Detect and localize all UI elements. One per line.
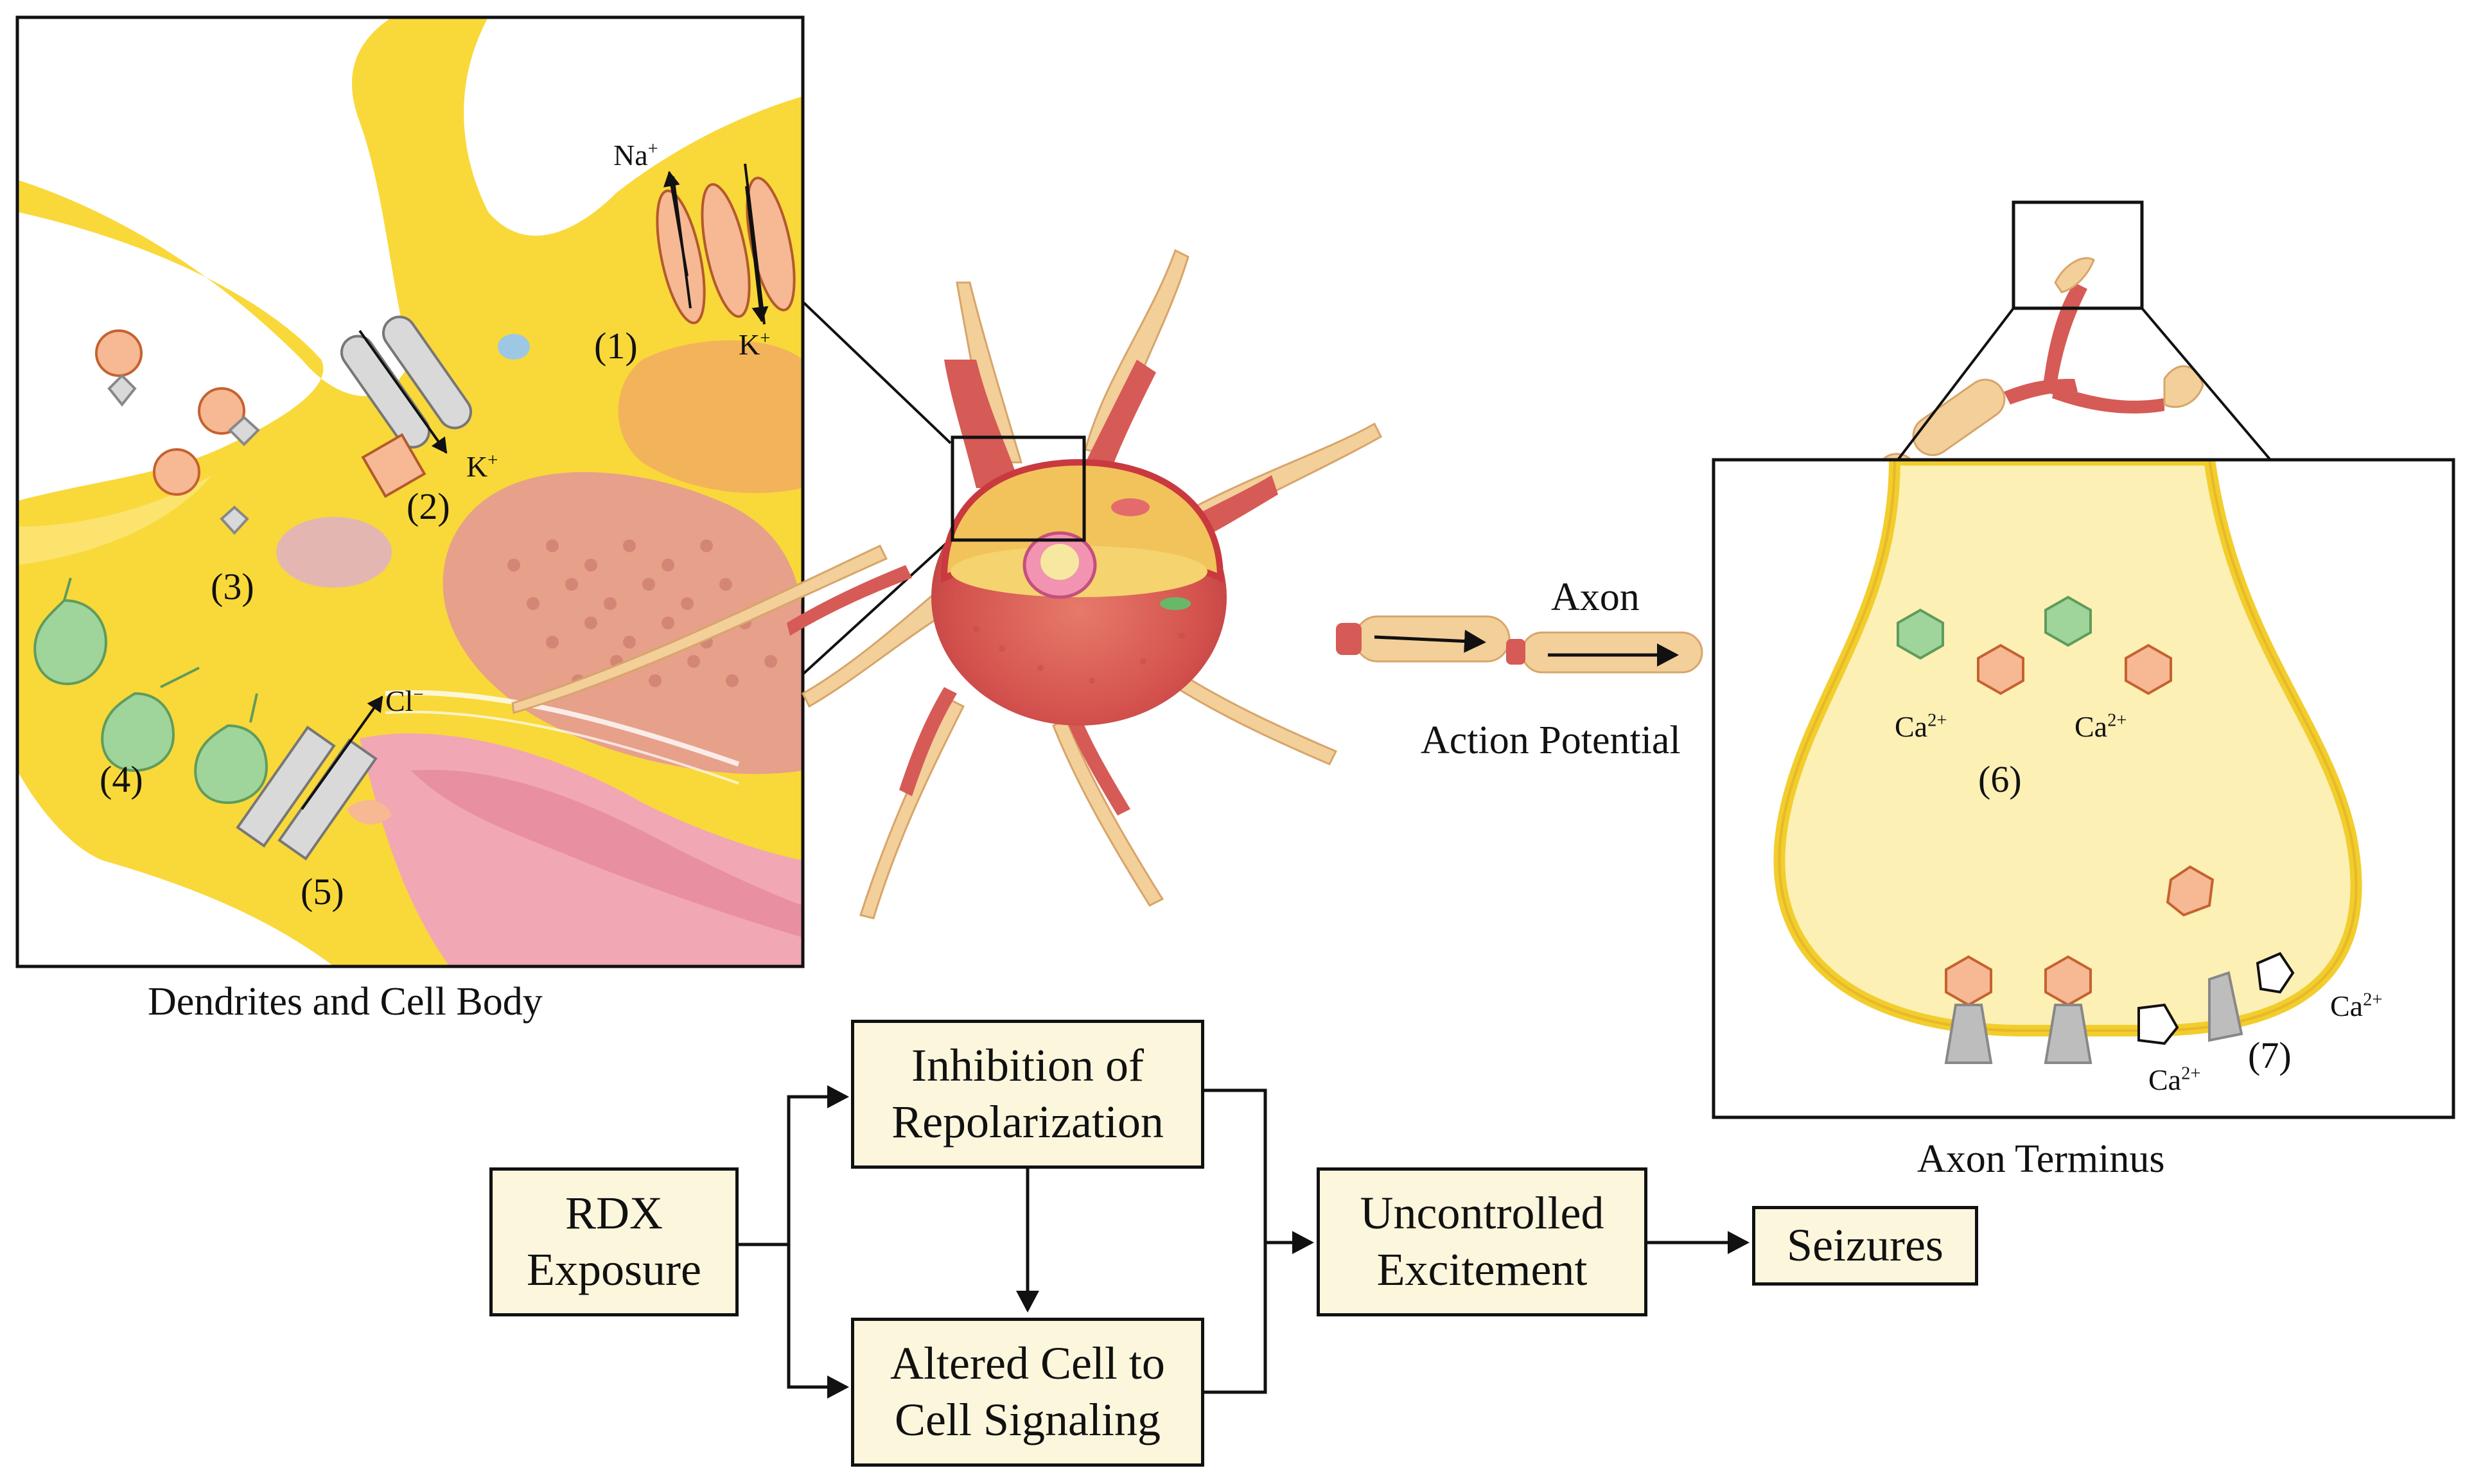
inhibition-of-repolarization-box: Inhibition of Repolarization bbox=[851, 1020, 1204, 1169]
marker-4: (4) bbox=[100, 758, 143, 800]
marker-2: (2) bbox=[407, 485, 450, 527]
potassium-ion-label-2: K+ bbox=[466, 450, 498, 483]
uncontrolled-line-2: Excitement bbox=[1376, 1244, 1588, 1295]
neuron-art bbox=[511, 200, 2272, 920]
chloride-ion-label: Cl− bbox=[385, 685, 424, 717]
seizures-label: Seizures bbox=[1787, 1219, 1943, 1271]
rdx-exposure-line-1: RDX bbox=[565, 1187, 663, 1239]
altered-line-2: Cell Signaling bbox=[895, 1394, 1161, 1445]
left-panel-caption: Dendrites and Cell Body bbox=[148, 980, 543, 1024]
potassium-ion-label-1: K+ bbox=[739, 328, 771, 361]
altered-cell-signaling-box: Altered Cell to Cell Signaling bbox=[851, 1318, 1204, 1467]
calcium-ion-label-4: Ca2+ bbox=[2148, 1063, 2201, 1096]
inhibition-line-1: Inhibition of bbox=[911, 1040, 1144, 1092]
calcium-ion-label-3: Ca2+ bbox=[2330, 990, 2383, 1022]
sodium-ion-label: Na+ bbox=[613, 139, 658, 171]
action-potential-label: Action Potential bbox=[1421, 719, 1681, 762]
rdx-exposure-line-2: Exposure bbox=[527, 1244, 701, 1295]
rdx-exposure-box: RDX Exposure bbox=[489, 1167, 739, 1316]
axon-label: Axon bbox=[1551, 575, 1640, 619]
seizures-box: Seizures bbox=[1752, 1206, 1978, 1286]
marker-3: (3) bbox=[211, 566, 254, 607]
marker-7: (7) bbox=[2248, 1034, 2292, 1076]
uncontrolled-line-1: Uncontrolled bbox=[1360, 1187, 1604, 1239]
marker-1: (1) bbox=[594, 325, 638, 367]
calcium-ion-label-2: Ca2+ bbox=[2075, 710, 2127, 743]
marker-6: (6) bbox=[1978, 758, 2022, 800]
dendrites-panel-art bbox=[17, 17, 803, 966]
altered-line-1: Altered Cell to bbox=[890, 1338, 1165, 1390]
inhibition-line-2: Repolarization bbox=[891, 1096, 1164, 1148]
calcium-ion-label-1: Ca2+ bbox=[1895, 710, 1947, 743]
marker-5: (5) bbox=[301, 871, 344, 912]
uncontrolled-excitement-box: Uncontrolled Excitement bbox=[1317, 1167, 1647, 1316]
flowchart-connectors bbox=[739, 1085, 1750, 1399]
right-panel-caption: Axon Terminus bbox=[1917, 1137, 2165, 1181]
terminus-panel-art bbox=[1714, 460, 2453, 1117]
